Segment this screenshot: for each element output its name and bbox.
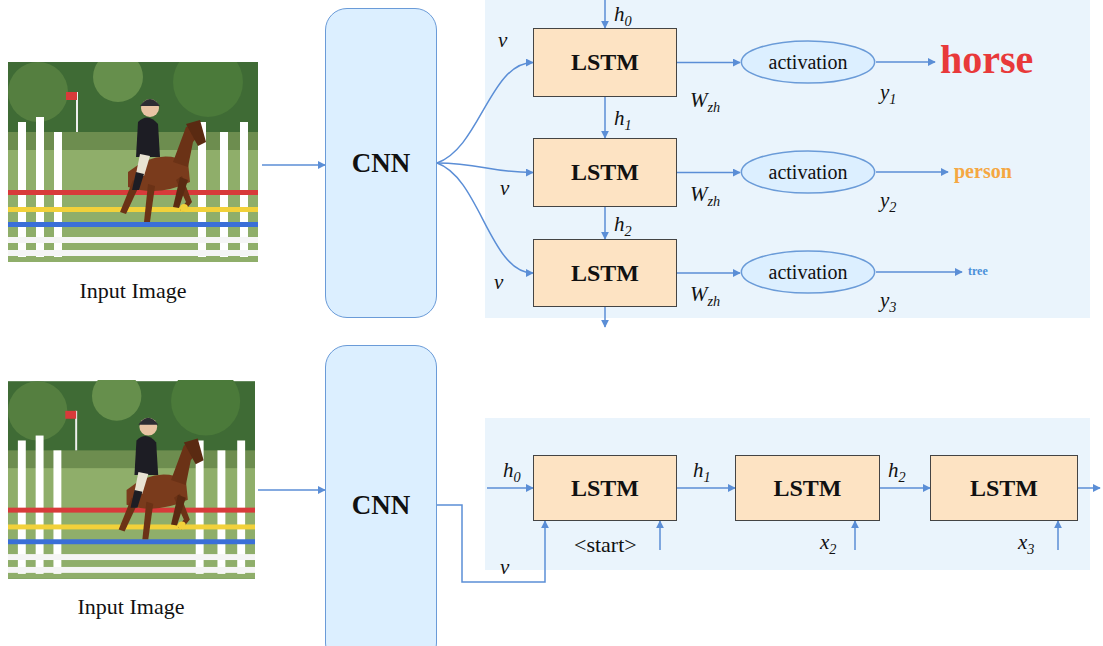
- variable-label: y2: [880, 188, 896, 213]
- connector-arrow: [677, 487, 735, 489]
- edge-label: h1: [693, 458, 711, 483]
- output-arrow: [876, 61, 935, 63]
- output-word: tree: [968, 264, 988, 279]
- input-photo: [8, 47, 258, 262]
- activation-ellipse: activation: [740, 40, 876, 84]
- connector-arrow: [604, 207, 606, 239]
- connector-arrow: [604, 97, 606, 138]
- edge-label: h2: [614, 212, 632, 237]
- edge-label: Wzh: [690, 282, 720, 307]
- ellipse-shape: [741, 41, 874, 83]
- variable-label: h0: [614, 2, 632, 27]
- output-word: person: [954, 160, 1012, 183]
- lstm-box: LSTM: [533, 239, 677, 307]
- connector-arrow: [437, 505, 545, 582]
- node-label: LSTM: [571, 475, 639, 502]
- connector-arrow: [880, 487, 930, 489]
- variable-label: x3: [1018, 530, 1034, 555]
- top-panel: [485, 0, 1090, 318]
- lstm-box: LSTM: [533, 28, 677, 97]
- input-arrow: [659, 521, 661, 550]
- node-label: activation: [769, 161, 848, 184]
- input-arrow: [854, 521, 856, 550]
- ellipse-shape: [741, 151, 874, 193]
- lstm-box: LSTM: [533, 455, 677, 521]
- state-arrow: [487, 487, 533, 489]
- lstm-box: LSTM: [533, 138, 677, 207]
- edge-label: v: [498, 28, 507, 53]
- connector-arrow: [677, 172, 740, 174]
- node-label: LSTM: [571, 260, 639, 287]
- node-label: activation: [769, 51, 848, 74]
- node-label: LSTM: [571, 159, 639, 186]
- connector-arrow: [677, 272, 740, 274]
- edge-label: v: [494, 270, 503, 295]
- ellipse-shape: [741, 251, 874, 293]
- node-label: CNN: [352, 490, 411, 521]
- edge-label: h1: [614, 106, 632, 131]
- variable-label: y3: [880, 288, 896, 313]
- cnn-block: CNN: [325, 345, 437, 646]
- variable-label: y1: [880, 80, 896, 105]
- output-word: horse: [940, 36, 1033, 83]
- node-label: CNN: [352, 148, 411, 179]
- node-label: LSTM: [773, 475, 841, 502]
- caption-text: <start>: [574, 532, 637, 558]
- input-arrow: [262, 164, 325, 166]
- bottom-panel: [485, 418, 1090, 570]
- variable-label: h0: [503, 458, 521, 483]
- lstm-box: LSTM: [735, 455, 880, 521]
- lstm-box: LSTM: [930, 455, 1078, 521]
- edge-label: v: [500, 176, 509, 201]
- cnn-block: CNN: [325, 8, 437, 318]
- edge-label: h2: [888, 458, 906, 483]
- variable-label: x2: [820, 530, 836, 555]
- node-label: activation: [769, 261, 848, 284]
- edge-label: Wzh: [690, 88, 720, 113]
- caption-text: Input Image: [0, 594, 262, 620]
- connector-arrow: [437, 63, 533, 164]
- connector-arrow: [677, 62, 740, 64]
- edge-label: v: [500, 555, 509, 580]
- activation-ellipse: activation: [740, 150, 876, 194]
- connector-arrow: [437, 163, 533, 273]
- caption-text: Input Image: [0, 278, 266, 304]
- input-photo: [8, 366, 255, 578]
- input-arrow: [1057, 521, 1059, 550]
- activation-ellipse: activation: [740, 250, 876, 294]
- input-arrow: [258, 489, 325, 491]
- state-arrow: [604, 0, 606, 28]
- edge-label: Wzh: [690, 182, 720, 207]
- node-label: LSTM: [571, 49, 639, 76]
- state-arrow: [604, 307, 606, 327]
- node-label: LSTM: [970, 475, 1038, 502]
- state-arrow: [1078, 487, 1100, 489]
- output-arrow: [876, 171, 948, 173]
- output-arrow: [876, 271, 962, 273]
